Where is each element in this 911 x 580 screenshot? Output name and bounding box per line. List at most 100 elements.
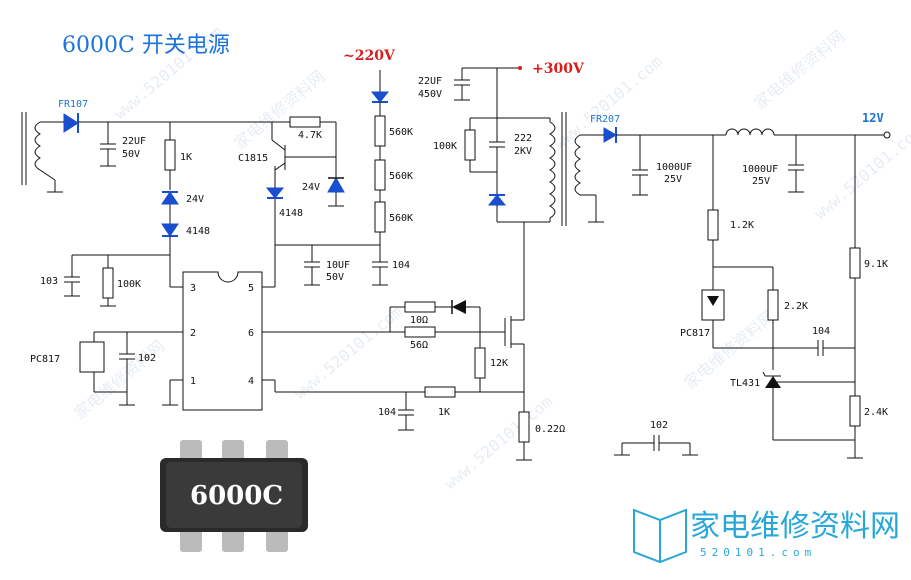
diode-ac-in (370, 91, 390, 103)
label-out-12v: 12V (862, 111, 884, 125)
label-cbus-v: 450V (418, 89, 442, 100)
resistor-0-22ohm (518, 411, 530, 443)
diode-snubber (487, 194, 507, 206)
dc-bus-terminal (518, 66, 522, 70)
label-pc817-b: PC817 (680, 328, 710, 339)
label-c222-v: 2KV (514, 146, 532, 157)
label-c10uf: 10UF (326, 260, 350, 271)
label-c22uf: 22UF (122, 136, 146, 147)
label-fr107: FR107 (58, 99, 88, 110)
brand-text: 家电维修资料网 (690, 509, 900, 544)
capacitor-22uf (100, 122, 116, 167)
ic-6000c (169, 255, 275, 411)
brand-logo (633, 508, 687, 564)
resistor-100k-a (102, 267, 114, 299)
resistor-2-4k (849, 395, 861, 427)
label-c102b: 102 (650, 420, 668, 431)
label-c102a: 102 (138, 353, 156, 364)
label-r56: 56Ω (410, 340, 428, 351)
resistor-12k (474, 347, 486, 379)
label-cbus: 22UF (418, 76, 442, 87)
resistor-100k-b (464, 129, 476, 161)
label-r24k: 2.4K (864, 407, 888, 418)
label-r1k-b: 1K (438, 407, 450, 418)
ic-pin-2: 2 (190, 328, 196, 339)
label-c103: 103 (40, 276, 58, 287)
ic-pin-3: 3 (190, 283, 196, 294)
label-pc817-a: PC817 (30, 354, 60, 365)
resistor-9-1k (849, 247, 861, 279)
label-cout1-v: 25V (664, 174, 682, 185)
label-4148-a: 4148 (186, 226, 210, 237)
mosfet (504, 222, 525, 412)
label-ac-in: ~220V (343, 48, 396, 64)
ic-pin-5: 5 (248, 283, 254, 294)
ic-pin-1: 1 (190, 376, 196, 387)
diode-fr107 (63, 113, 79, 133)
label-r100k-b: 100K (433, 141, 457, 152)
label-r560c: 560K (389, 213, 413, 224)
label-c104c: 104 (812, 326, 830, 337)
label-r100k-a: 100K (117, 279, 141, 290)
resistor-1k (164, 139, 176, 171)
resistor-1-2k (707, 209, 719, 241)
main-transformer (549, 112, 604, 226)
zener-24v-b (327, 176, 345, 193)
diode-4148-a (161, 223, 179, 237)
watermark-text: www.520101.com (290, 302, 406, 403)
label-r47k: 4.7K (298, 130, 322, 141)
transistor-c1815 (271, 122, 300, 171)
watermark-text: www.520101.com (810, 122, 911, 223)
label-dc-bus: +300V (532, 61, 585, 77)
label-r10: 10Ω (410, 315, 428, 326)
label-tl431: TL431 (730, 378, 760, 389)
diode-fr207 (603, 127, 617, 143)
label-r12k: 12K (490, 358, 508, 369)
resistor-56ohm (404, 326, 436, 338)
resistor-560k-b (374, 159, 386, 191)
brand-site: 520101.com (700, 546, 816, 559)
schematic-title: 6000C 开关电源 (62, 33, 230, 58)
ic-pin-6: 6 (248, 328, 254, 339)
chip-package-photo (160, 440, 308, 552)
label-cout1: 1000UF (656, 162, 692, 173)
label-r12k-b: 1.2K (730, 220, 754, 231)
input-winding (21, 112, 63, 193)
label-zener-a: 24V (186, 194, 204, 205)
resistor-2-2k (767, 289, 779, 321)
watermark-text: 家电维修资料网 (750, 27, 848, 114)
watermark-text: www.520101.com (440, 392, 556, 493)
chip-marking: 6000C (190, 481, 283, 511)
label-c1815: C1815 (238, 153, 268, 164)
optocoupler-pc817-a (79, 341, 105, 373)
resistor-10ohm (404, 301, 436, 313)
resistor-4-7k (289, 116, 321, 128)
label-zener-b: 24V (302, 182, 320, 193)
diode-gate (451, 300, 466, 314)
output-inductor (725, 128, 775, 136)
watermark-layer: www.520101.com 家电维修资料网 www.520101.com 家电… (70, 22, 911, 493)
label-cout2: 1000UF (742, 164, 778, 175)
label-c104a: 104 (392, 260, 410, 271)
label-r91k: 9.1K (864, 259, 888, 270)
zener-24v-a (161, 191, 179, 205)
label-c22uf-v: 50V (122, 149, 140, 160)
label-c104b: 104 (378, 407, 396, 418)
label-c10uf-v: 50V (326, 272, 344, 283)
resistor-1k-b (424, 386, 456, 398)
output-terminal (883, 131, 891, 139)
diode-4148-b (265, 187, 285, 199)
resistor-560k-a (374, 115, 386, 147)
label-r560b: 560K (389, 171, 413, 182)
ic-pin-4: 4 (248, 376, 254, 387)
label-4148-b: 4148 (279, 208, 303, 219)
label-r022: 0.22Ω (535, 424, 565, 435)
label-r1k: 1K (180, 152, 192, 163)
resistor-560k-c (374, 201, 386, 233)
label-fr207: FR207 (590, 114, 620, 125)
label-r22k: 2.2K (784, 301, 808, 312)
label-c222: 222 (514, 133, 532, 144)
label-cout2-v: 25V (752, 176, 770, 187)
